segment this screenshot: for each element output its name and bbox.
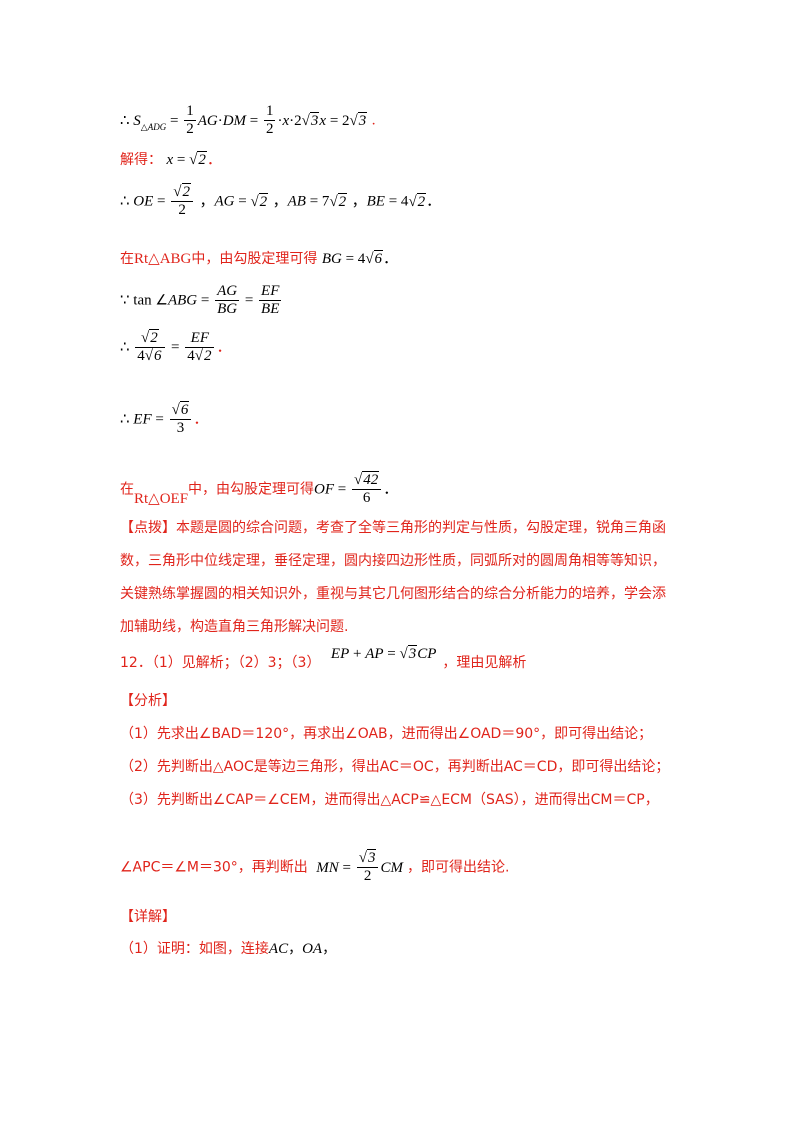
q12-answer: 12．（1）见解析；（2）3；（3） EP + AP = √3CP ，理由见解析 [120, 645, 527, 672]
dianbo-text-3: 关键熟练掌握圆的相关知识外，重视与其它几何图形结合的综合分析能力的培养，学会添 [120, 586, 666, 602]
dianbo-tag: 【点拨】 [120, 520, 176, 536]
xiangjie-tag: 【详解】 [120, 909, 176, 925]
text-zai-2: 在 [120, 481, 134, 498]
fenxi-step-3: （3）先判断出∠CAP＝∠CEM，进而得出△ACP≌△ECM（SAS），进而得出… [120, 792, 659, 808]
text-zai: 在 [120, 251, 134, 267]
fenxi-step-1: （1）先求出∠BAD＝120°，再求出∠OAB，进而得出∠OAD＝90°，即可得… [120, 726, 653, 742]
xiangjie-step-1a: （1）证明：如图，连接 [120, 941, 269, 957]
dianbo-text-4: 加辅助线，构造直角三角形解决问题. [120, 619, 349, 635]
pythagoras-text: 中，由勾股定理可得 [191, 251, 318, 267]
q12-head: 12．（1）见解析；（2）3；（3） [120, 655, 321, 671]
fenxi-tag: 【分析】 [120, 693, 176, 709]
solve-label: 解得： [120, 152, 162, 168]
pythagoras-text-2: 中，由勾股定理可得 [188, 481, 315, 498]
solve-x-line: 解得： x = √2． [120, 151, 222, 168]
pythagoras-abg-line: 在Rt△ABG中，由勾股定理可得 BG = 4√6． [120, 250, 399, 267]
triangle-abg: Rt△ABG [134, 251, 192, 267]
x-value: x [166, 152, 174, 168]
dianbo-text-1: 本题是圆的综合问题，考查了全等三角形的判定与性质，勾股定理，锐角三角函 [176, 520, 666, 536]
q12-tail: ，理由见解析 [442, 655, 527, 671]
fenxi-step-4a: ∠APC＝∠M＝30°，再判断出 [120, 859, 308, 876]
triangle-oef: Rt△OEF [134, 490, 189, 507]
fenxi-step-2: （2）先判断出△AOC是等边三角形，得出AC＝OC，再判断出AC＝CD，即可得出… [120, 759, 670, 775]
dianbo-line-1: 【点拨】本题是圆的综合问题，考查了全等三角形的判定与性质，勾股定理，锐角三角函 [120, 519, 666, 537]
xiangjie-step-1: （1）证明：如图，连接AC，OA， [120, 941, 337, 957]
dianbo-text-2: 数，三角形中位线定理，垂径定理，圆内接四边形性质，同弧所对的圆周角相等等知识， [120, 553, 666, 569]
q12-expression: EP + AP = √3CP [330, 645, 437, 662]
fenxi-step-4b: ，即可得出结论. [406, 859, 510, 876]
